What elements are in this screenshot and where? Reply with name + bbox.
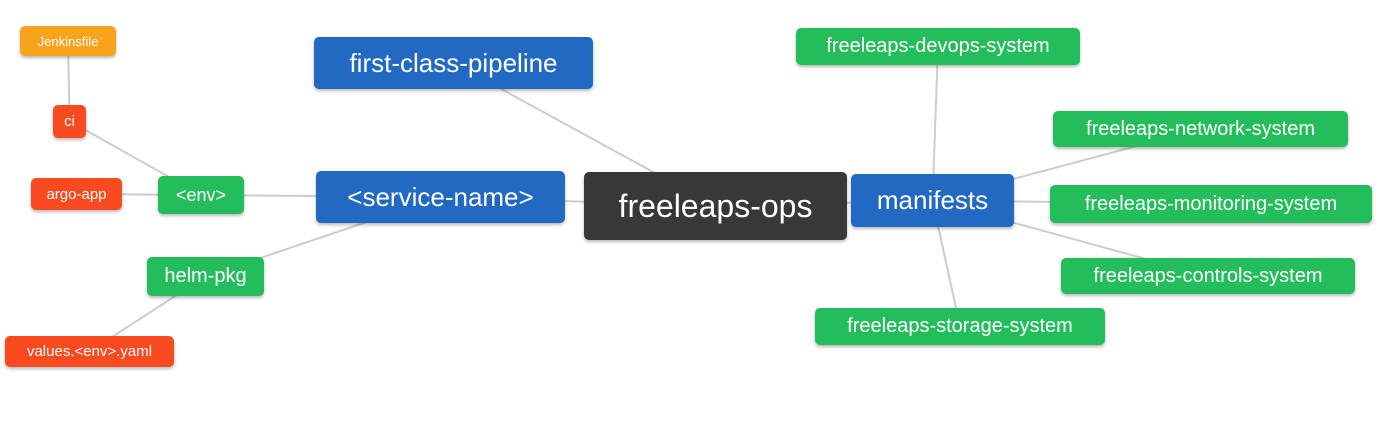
node-values-env-yaml[interactable]: values.<env>.yaml xyxy=(5,336,174,367)
node-freeleaps-controls-system[interactable]: freeleaps-controls-system xyxy=(1061,258,1355,294)
node-freeleaps-storage-system[interactable]: freeleaps-storage-system xyxy=(815,308,1105,345)
node-freeleaps-devops-system[interactable]: freeleaps-devops-system xyxy=(796,28,1080,65)
node-freeleaps-ops-root[interactable]: freeleaps-ops xyxy=(584,172,847,240)
node-first-class-pipeline[interactable]: first-class-pipeline xyxy=(314,37,593,89)
node-env[interactable]: <env> xyxy=(158,176,244,214)
node-manifests[interactable]: manifests xyxy=(851,174,1014,227)
node-service-name[interactable]: <service-name> xyxy=(316,171,565,223)
node-helm-pkg[interactable]: helm-pkg xyxy=(147,257,264,296)
node-ci[interactable]: ci xyxy=(53,105,86,138)
node-freeleaps-monitoring-system[interactable]: freeleaps-monitoring-system xyxy=(1050,185,1372,223)
node-argo-app[interactable]: argo-app xyxy=(31,178,122,210)
node-jenkinsfile[interactable]: Jenkinsfile xyxy=(20,26,116,56)
node-freeleaps-network-system[interactable]: freeleaps-network-system xyxy=(1053,111,1348,147)
